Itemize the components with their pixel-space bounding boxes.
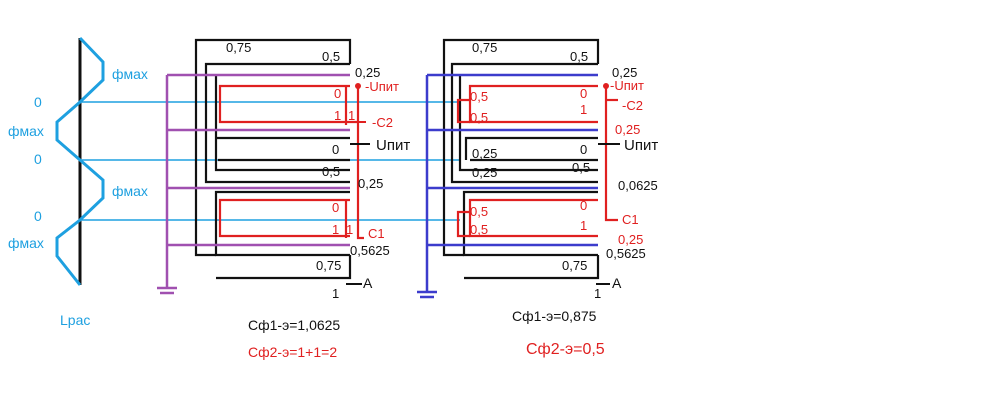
waveform-axis-label: Lрас: [60, 312, 90, 328]
right-contact-1-c: 1: [580, 218, 587, 233]
left-result-phi2: Сф2-э=1+1=2: [248, 344, 337, 360]
left-value-075-bottom: 0,75: [316, 258, 341, 273]
left-terminal-upit: Uпит: [376, 137, 410, 154]
right-contact-0-a: 0: [580, 86, 587, 101]
right-value-00625: 0,0625: [618, 178, 658, 193]
left-contact-1-a: 1: [334, 108, 341, 123]
left-value-1-bottom: 1: [332, 286, 339, 301]
right-value-1-bottom: 1: [594, 286, 601, 301]
left-terminal-a: A: [363, 275, 373, 291]
right-contact-0-b: 0: [580, 142, 587, 157]
right-diagram: 0,75 0,5 0,25 0,0625 0,5625 0,75 1 0 1 0…: [417, 38, 658, 358]
left-result-phi1: Сф1-э=1,0625: [248, 317, 340, 333]
left-value-05625: 0,5625: [350, 243, 390, 258]
left-contact-1-b: 1: [348, 108, 355, 123]
left-contact-1-d: 1: [346, 222, 353, 237]
left-contact-0-c: 0: [332, 200, 339, 215]
right-black-frame: [442, 38, 600, 280]
right-value-05-top: 0,5: [570, 49, 588, 64]
right-terminal-minus-upit: -Uпит: [610, 78, 644, 93]
wave-label-0-bottom: 0: [34, 208, 42, 224]
left-value-025-mid: 0,25: [358, 176, 383, 191]
left-black-frame: [194, 38, 352, 280]
wave-label-phimax-1: фмах: [8, 123, 44, 139]
right-value-075-top: 0,75: [472, 40, 497, 55]
right-contact-1-a: 1: [580, 102, 587, 117]
left-contact-0-a: 0: [334, 86, 341, 101]
left-value-025-top: 0,25: [355, 65, 380, 80]
right-contact-05-bot-b: 0,5: [470, 222, 488, 237]
right-result-phi2: Сф2-э=0,5: [526, 341, 605, 358]
left-value-075-top: 0,75: [226, 40, 251, 55]
right-contact-05-b: 0,5: [572, 160, 590, 175]
wave-label-phimax-2: фмах: [8, 235, 44, 251]
right-contact-0-c: 0: [580, 198, 587, 213]
right-value-025-top: 0,25: [612, 65, 637, 80]
right-terminal-025-upper: 0,25: [615, 122, 640, 137]
left-terminal-minus-c2: -C2: [372, 115, 393, 130]
wave-label-phimax-top-right: фмах: [112, 66, 148, 82]
left-diagram: 0,75 0,5 0,25 0,25 0,5625 0,75 1 0 1 1 0…: [157, 38, 410, 360]
left-terminal-c1: C1: [368, 226, 385, 241]
right-value-05625: 0,5625: [606, 246, 646, 261]
left-purple-bus: [157, 73, 350, 295]
right-contact-025-b: 0,25: [472, 165, 497, 180]
field-waveform: 0 фмах 0 фмах 0 фмах фмах Lрас: [8, 36, 148, 328]
wave-label-phimax-mid-right: фмах: [112, 183, 148, 199]
right-node-dot: [603, 83, 609, 89]
left-node-dot: [355, 83, 361, 89]
right-terminal-025-lower: 0,25: [618, 232, 643, 247]
wave-label-0-top: 0: [34, 94, 42, 110]
left-terminal-minus-upit: -Uпит: [365, 79, 399, 94]
right-terminal-minus-c2: -C2: [622, 98, 643, 113]
right-contact-025-a: 0,25: [472, 146, 497, 161]
left-contact-05: 0,5: [322, 164, 340, 179]
right-terminal-upit: Uпит: [624, 137, 658, 154]
right-terminal-c1: C1: [622, 212, 639, 227]
right-contact-05-bot-a: 0,5: [470, 204, 488, 219]
right-result-phi1: Сф1-э=0,875: [512, 308, 597, 324]
right-red-windings: [456, 84, 618, 238]
left-value-05-top: 0,5: [322, 49, 340, 64]
wave-label-0-mid: 0: [34, 151, 42, 167]
left-contact-1-c: 1: [332, 222, 339, 237]
right-contact-05-top-b: 0,5: [470, 110, 488, 125]
left-contact-0-b: 0: [332, 142, 339, 157]
left-red-windings: [218, 84, 364, 240]
right-value-075-bottom: 0,75: [562, 258, 587, 273]
right-contact-05-top-a: 0,5: [470, 89, 488, 104]
right-terminal-a: A: [612, 275, 622, 291]
right-indigo-bus: [417, 73, 598, 299]
